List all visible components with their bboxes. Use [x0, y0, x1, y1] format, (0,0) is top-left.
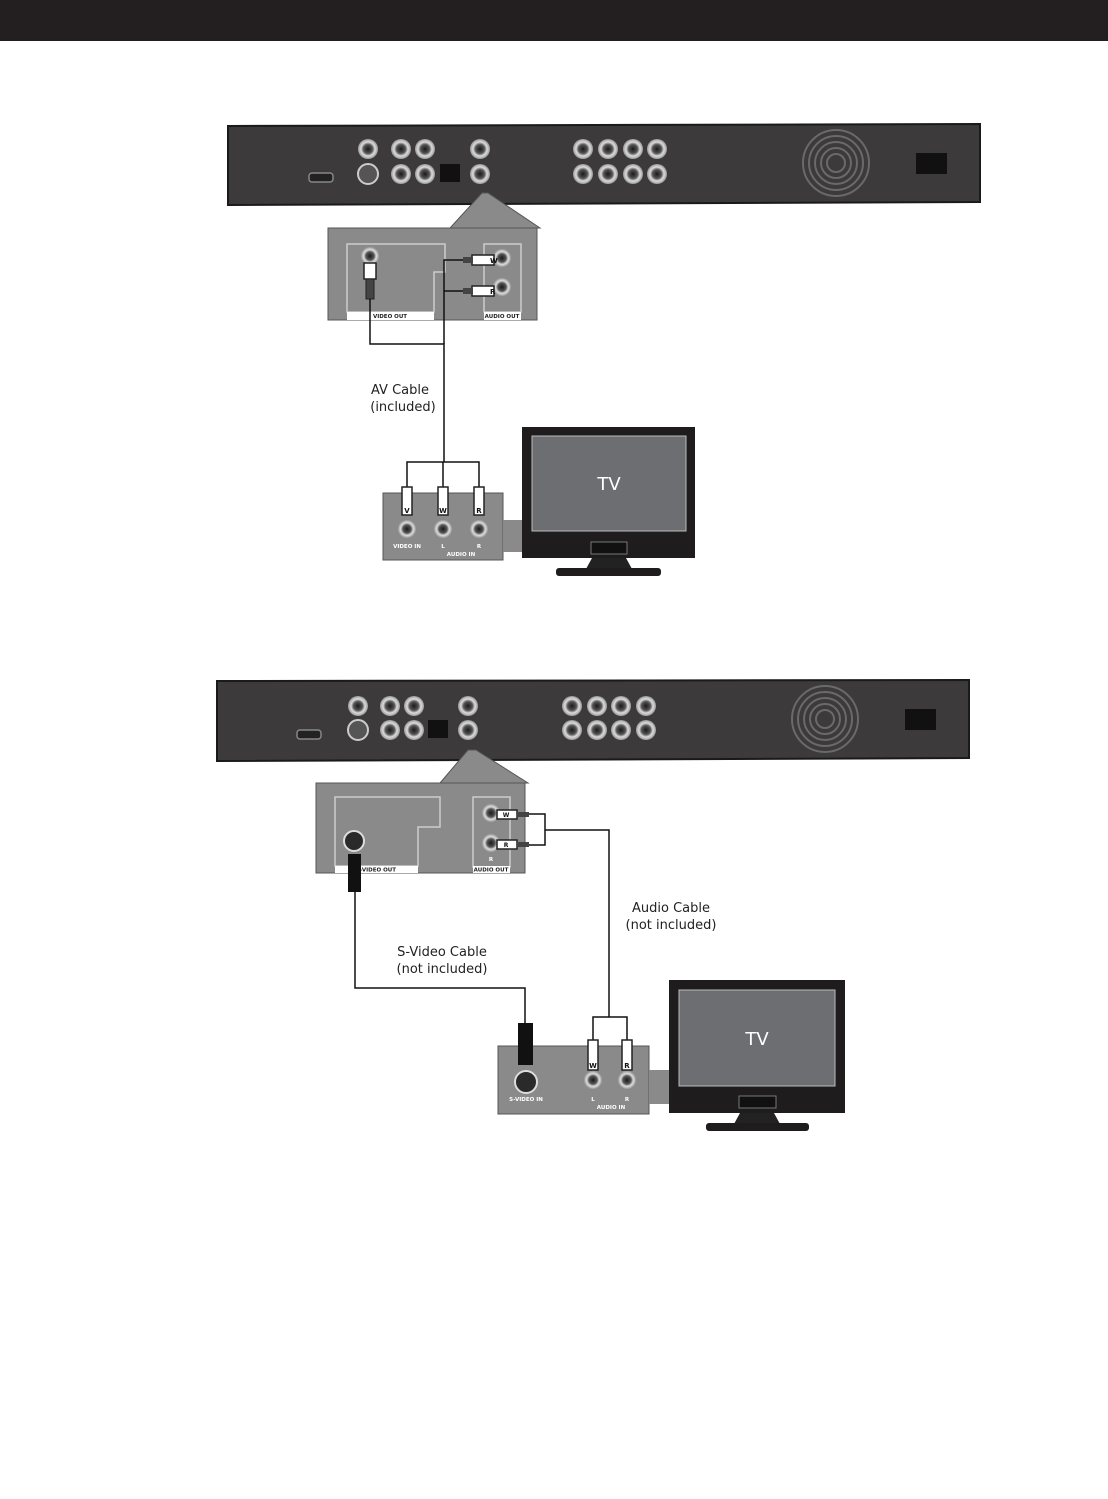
tv-plug-letter-right: R — [624, 1062, 630, 1070]
svideo-plug-icon — [348, 854, 361, 892]
tv-plug-letter-video: V — [404, 507, 410, 515]
video-out-label: VIDEO OUT — [373, 314, 407, 320]
audio-out-label: AUDIO OUT — [474, 868, 509, 874]
audio-out-label: AUDIO OUT — [485, 314, 520, 320]
svideo-plug-icon — [518, 1023, 533, 1065]
svideo-jack-icon — [344, 831, 364, 851]
player-output-panel-zoom: S-VIDEO OUT AUDIO OUT R W R — [316, 783, 529, 874]
diagram-svideo-connection: S-VIDEO OUT AUDIO OUT R W R S-Video Cabl… — [217, 680, 969, 1131]
svideo-in-label: S-VIDEO IN — [509, 1097, 543, 1103]
audio-left-label: L — [591, 1097, 595, 1103]
diagram-av-connection: W R VIDEO OUT AUDIO OUT AV Cable (includ… — [228, 124, 980, 576]
tv-plug-letter-right: R — [476, 507, 482, 515]
svideo-jack-icon — [515, 1071, 537, 1093]
plug-letter-right: R — [504, 842, 509, 849]
svideo-out-label: S-VIDEO OUT — [356, 868, 396, 874]
svideo-cable-label: S-Video Cable — [397, 945, 487, 960]
optical-port-icon — [428, 720, 448, 738]
tv-plug-letter-left: W — [439, 507, 447, 515]
audio-left-label: L — [441, 544, 445, 550]
tv-icon: TV — [669, 980, 845, 1131]
player-rear-panel — [228, 124, 980, 205]
audio-cable-joint — [529, 814, 545, 845]
svideo-cable-note: (not included) — [397, 962, 488, 977]
plug-letter-right: R — [490, 288, 496, 296]
audio-in-label: AUDIO IN — [447, 552, 476, 558]
av-cable-label: AV Cable — [371, 383, 429, 398]
tv-plug-letter-left: W — [589, 1062, 597, 1070]
hdmi-port-icon — [309, 173, 333, 182]
power-socket-icon — [905, 709, 936, 730]
tv-label: TV — [596, 474, 621, 495]
tv-input-panel: V W R VIDEO IN L R AUDIO IN — [383, 487, 503, 560]
power-socket-icon — [916, 153, 947, 174]
audio-in-label: AUDIO IN — [597, 1105, 626, 1111]
hdmi-port-icon — [297, 730, 321, 739]
rca-jack-icon — [358, 139, 378, 159]
tv-label: TV — [744, 1029, 769, 1050]
player-rear-panel — [217, 680, 969, 761]
av-cable-note: (included) — [370, 400, 436, 415]
svideo-jack-icon — [358, 164, 378, 184]
player-output-panel-zoom: W R VIDEO OUT AUDIO OUT — [328, 228, 537, 320]
video-in-label: VIDEO IN — [393, 544, 421, 550]
plug-letter-left: W — [503, 812, 510, 819]
audio-cable-label: Audio Cable — [632, 901, 710, 916]
audio-cable-note: (not included) — [626, 918, 717, 933]
svideo-jack-icon — [348, 720, 368, 740]
optical-port-icon — [440, 164, 460, 182]
audio-cable — [545, 830, 609, 1017]
plug-letter-left: W — [490, 257, 498, 265]
tv-icon: TV — [522, 427, 695, 576]
